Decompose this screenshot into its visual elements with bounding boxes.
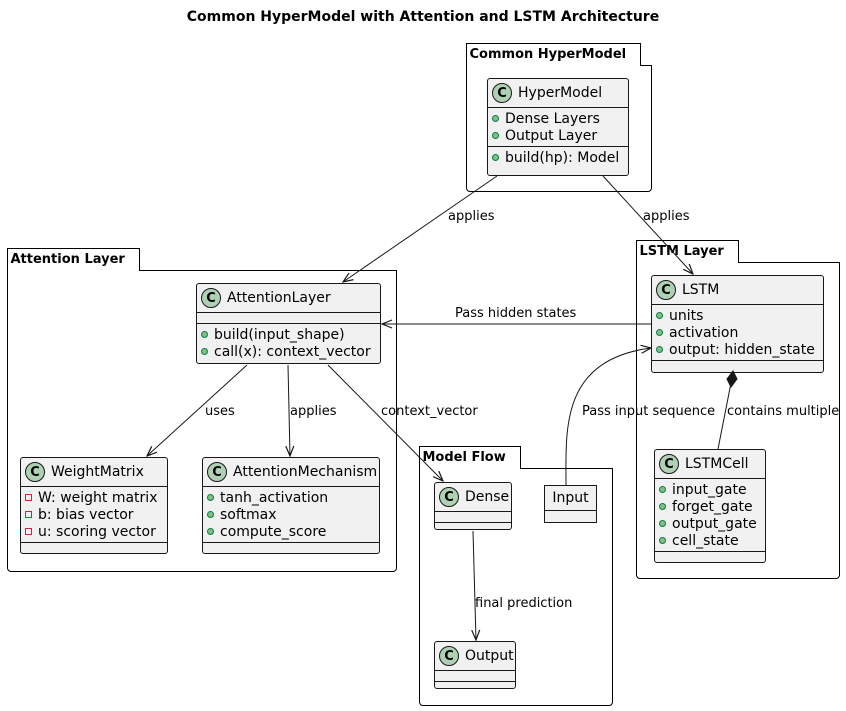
class-name: AttentionMechanism xyxy=(233,464,378,480)
edge-label-pass-hidden-states: Pass hidden states xyxy=(455,306,577,321)
edge-label-pass-input-sequence: Pass input sequence xyxy=(582,404,715,419)
object-input[interactable]: Input xyxy=(544,485,597,523)
class-weightmatrix[interactable]: C WeightMatrix W: weight matrix b: bias v… xyxy=(20,457,168,554)
edge-hypermodel-to-attentionlayer xyxy=(343,175,498,282)
public-visibility-icon xyxy=(659,537,666,544)
edge-hypermodel-to-lstm xyxy=(602,175,693,274)
public-visibility-icon xyxy=(656,346,663,353)
edge-attentionlayer-to-weightmatrix xyxy=(147,364,248,456)
class-method: build(input_shape) xyxy=(214,326,345,343)
class-method: build(hp): Model xyxy=(505,149,620,166)
edge-label-applies: applies xyxy=(290,404,337,419)
class-field: output: hidden_state xyxy=(669,341,815,358)
private-visibility-icon xyxy=(25,494,32,501)
public-visibility-icon xyxy=(207,528,214,535)
class-field: Dense Layers xyxy=(505,110,600,127)
class-field: forget_gate xyxy=(672,498,753,515)
edge-label-applies: applies xyxy=(448,209,495,224)
class-name: WeightMatrix xyxy=(51,464,144,480)
class-badge-icon: C xyxy=(439,487,459,507)
private-visibility-icon xyxy=(25,511,32,518)
class-hypermodel[interactable]: C HyperModel Dense Layers Output Layer bu… xyxy=(487,78,629,176)
class-name: Dense xyxy=(465,489,510,505)
class-output[interactable]: C Output xyxy=(434,641,516,689)
class-name: Output xyxy=(465,648,514,664)
class-field: Output Layer xyxy=(505,127,598,144)
class-badge-icon: C xyxy=(659,454,679,474)
public-visibility-icon xyxy=(492,115,499,122)
public-visibility-icon xyxy=(659,486,666,493)
package-label: Attention Layer xyxy=(6,248,140,271)
edge-input-to-lstm xyxy=(565,348,651,486)
class-name: LSTMCell xyxy=(685,456,749,472)
edge-label-context-vector: context_vector xyxy=(381,404,478,419)
edge-label-applies: applies xyxy=(643,209,690,224)
class-name: HyperModel xyxy=(518,85,603,101)
composition-diamond-icon xyxy=(726,370,738,388)
class-name: AttentionLayer xyxy=(227,290,331,306)
class-attentionlayer[interactable]: C AttentionLayer build(input_shape) call(… xyxy=(196,283,381,364)
edge-label-contains-multiple: contains multiple xyxy=(727,404,839,419)
class-badge-icon: C xyxy=(492,83,512,103)
class-badge-icon: C xyxy=(25,462,45,482)
public-visibility-icon xyxy=(656,329,663,336)
class-name: LSTM xyxy=(682,282,720,298)
private-visibility-icon xyxy=(25,528,32,535)
class-field: compute_score xyxy=(220,523,327,540)
public-visibility-icon xyxy=(656,312,663,319)
edge-lstmcell-to-lstm xyxy=(717,382,732,450)
class-badge-icon: C xyxy=(439,646,459,666)
class-field: cell_state xyxy=(672,532,739,549)
edge-dense-to-output xyxy=(473,530,476,640)
class-field: softmax xyxy=(220,506,277,523)
class-method: call(x): context_vector xyxy=(214,343,371,360)
edge-label-uses: uses xyxy=(205,404,235,419)
public-visibility-icon xyxy=(201,331,208,338)
public-visibility-icon xyxy=(492,154,499,161)
class-field: b: bias vector xyxy=(38,506,134,523)
class-badge-icon: C xyxy=(656,280,676,300)
package-label: Common HyperModel xyxy=(465,43,642,66)
public-visibility-icon xyxy=(207,494,214,501)
object-name: Input xyxy=(552,490,589,506)
class-badge-icon: C xyxy=(201,288,221,308)
class-field: tanh_activation xyxy=(220,489,329,506)
class-lstmcell[interactable]: C LSTMCell input_gate forget_gate output_… xyxy=(654,449,766,563)
public-visibility-icon xyxy=(492,132,499,139)
diagram-title: Common HyperModel with Attention and LST… xyxy=(186,9,660,25)
public-visibility-icon xyxy=(201,348,208,355)
class-field: output_gate xyxy=(672,515,757,532)
class-field: u: scoring vector xyxy=(38,523,156,540)
package-label: Model Flow xyxy=(418,446,521,469)
edge-attentionlayer-to-dense xyxy=(327,364,443,481)
class-badge-icon: C xyxy=(207,462,227,482)
class-field: units xyxy=(669,307,704,324)
edge-label-final-prediction: final prediction xyxy=(475,596,572,611)
class-dense[interactable]: C Dense xyxy=(434,482,512,530)
public-visibility-icon xyxy=(659,503,666,510)
class-attentionmechanism[interactable]: C AttentionMechanism tanh_activation soft… xyxy=(202,457,380,554)
class-field: W: weight matrix xyxy=(38,489,158,506)
package-label: LSTM Layer xyxy=(635,240,739,263)
class-field: activation xyxy=(669,324,739,341)
class-lstm[interactable]: C LSTM units activation output: hidden_st… xyxy=(651,275,824,373)
class-field: input_gate xyxy=(672,481,747,498)
edge-attentionlayer-to-attentionmechanism xyxy=(288,364,290,456)
public-visibility-icon xyxy=(659,520,666,527)
public-visibility-icon xyxy=(207,511,214,518)
